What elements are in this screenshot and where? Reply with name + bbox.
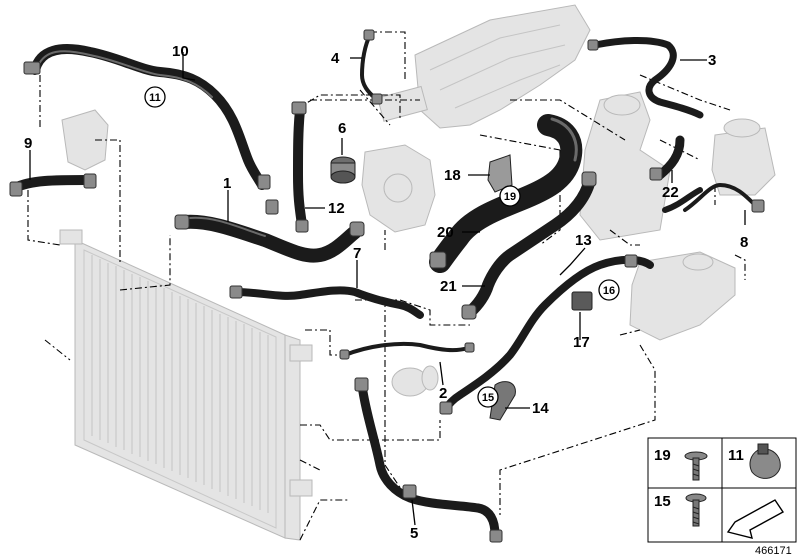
cap-6 [330, 156, 356, 184]
hose-21 [461, 171, 597, 320]
label-8: 8 [740, 234, 748, 251]
label-18: 18 [444, 167, 461, 184]
fastener-legend: 19 11 15 [647, 437, 797, 543]
auxiliary-pump [391, 365, 439, 397]
hose-8 [683, 183, 765, 213]
label-10: 10 [172, 43, 189, 60]
part-labels: 1 2 3 4 5 6 7 8 9 10 12 13 14 17 18 20 2… [24, 43, 748, 542]
arrow-icon [726, 499, 785, 539]
bolt-15-icon [685, 493, 707, 527]
radiator [59, 229, 313, 541]
hose-20 [429, 114, 583, 273]
intake-manifold [377, 4, 591, 129]
label-12: 12 [328, 200, 345, 217]
label-22: 22 [662, 184, 679, 201]
hose-clamp-11-icon [749, 443, 781, 479]
hose-7 [229, 285, 424, 319]
label-4: 4 [331, 50, 340, 67]
hose-12 [291, 101, 309, 233]
circled-labels: 11 19 16 15 [144, 86, 620, 408]
circled-label-16: 16 [603, 285, 615, 297]
label-6: 6 [338, 120, 346, 137]
hose-2 [339, 341, 475, 360]
label-13: 13 [575, 232, 592, 249]
circled-label-11: 11 [149, 92, 161, 104]
expansion-tank-lower [629, 251, 736, 341]
hose-10 [23, 44, 279, 215]
hose-13 [439, 254, 654, 415]
label-7: 7 [353, 245, 361, 262]
hose-3 [587, 36, 704, 119]
assembly-lines [27, 31, 746, 541]
hose-22 [649, 135, 703, 213]
oil-module [579, 91, 671, 241]
label-1: 1 [223, 175, 231, 192]
filter-housing [61, 109, 109, 171]
label-20: 20 [437, 224, 454, 241]
legend-label-15: 15 [654, 493, 671, 510]
hose-5 [354, 377, 503, 543]
label-17: 17 [573, 334, 590, 351]
hose-9 [9, 173, 97, 197]
expansion-tank-upper [711, 118, 776, 196]
circled-label-19: 19 [504, 191, 516, 203]
legend-label-19: 19 [654, 447, 671, 464]
label-21: 21 [440, 278, 457, 295]
thermostat-housing [361, 144, 436, 233]
leader-lines [29, 52, 746, 526]
hose-4 [360, 29, 383, 105]
legend-label-11: 11 [728, 447, 744, 464]
document-number: 466171 [755, 545, 792, 557]
label-2: 2 [439, 385, 447, 402]
label-3: 3 [708, 52, 716, 69]
hose-1 [174, 214, 365, 263]
holder-17 [571, 291, 593, 311]
label-9: 9 [24, 135, 32, 152]
circled-label-15: 15 [482, 392, 494, 404]
screw-19-icon [684, 451, 708, 481]
label-5: 5 [410, 525, 418, 542]
label-14: 14 [532, 400, 549, 417]
